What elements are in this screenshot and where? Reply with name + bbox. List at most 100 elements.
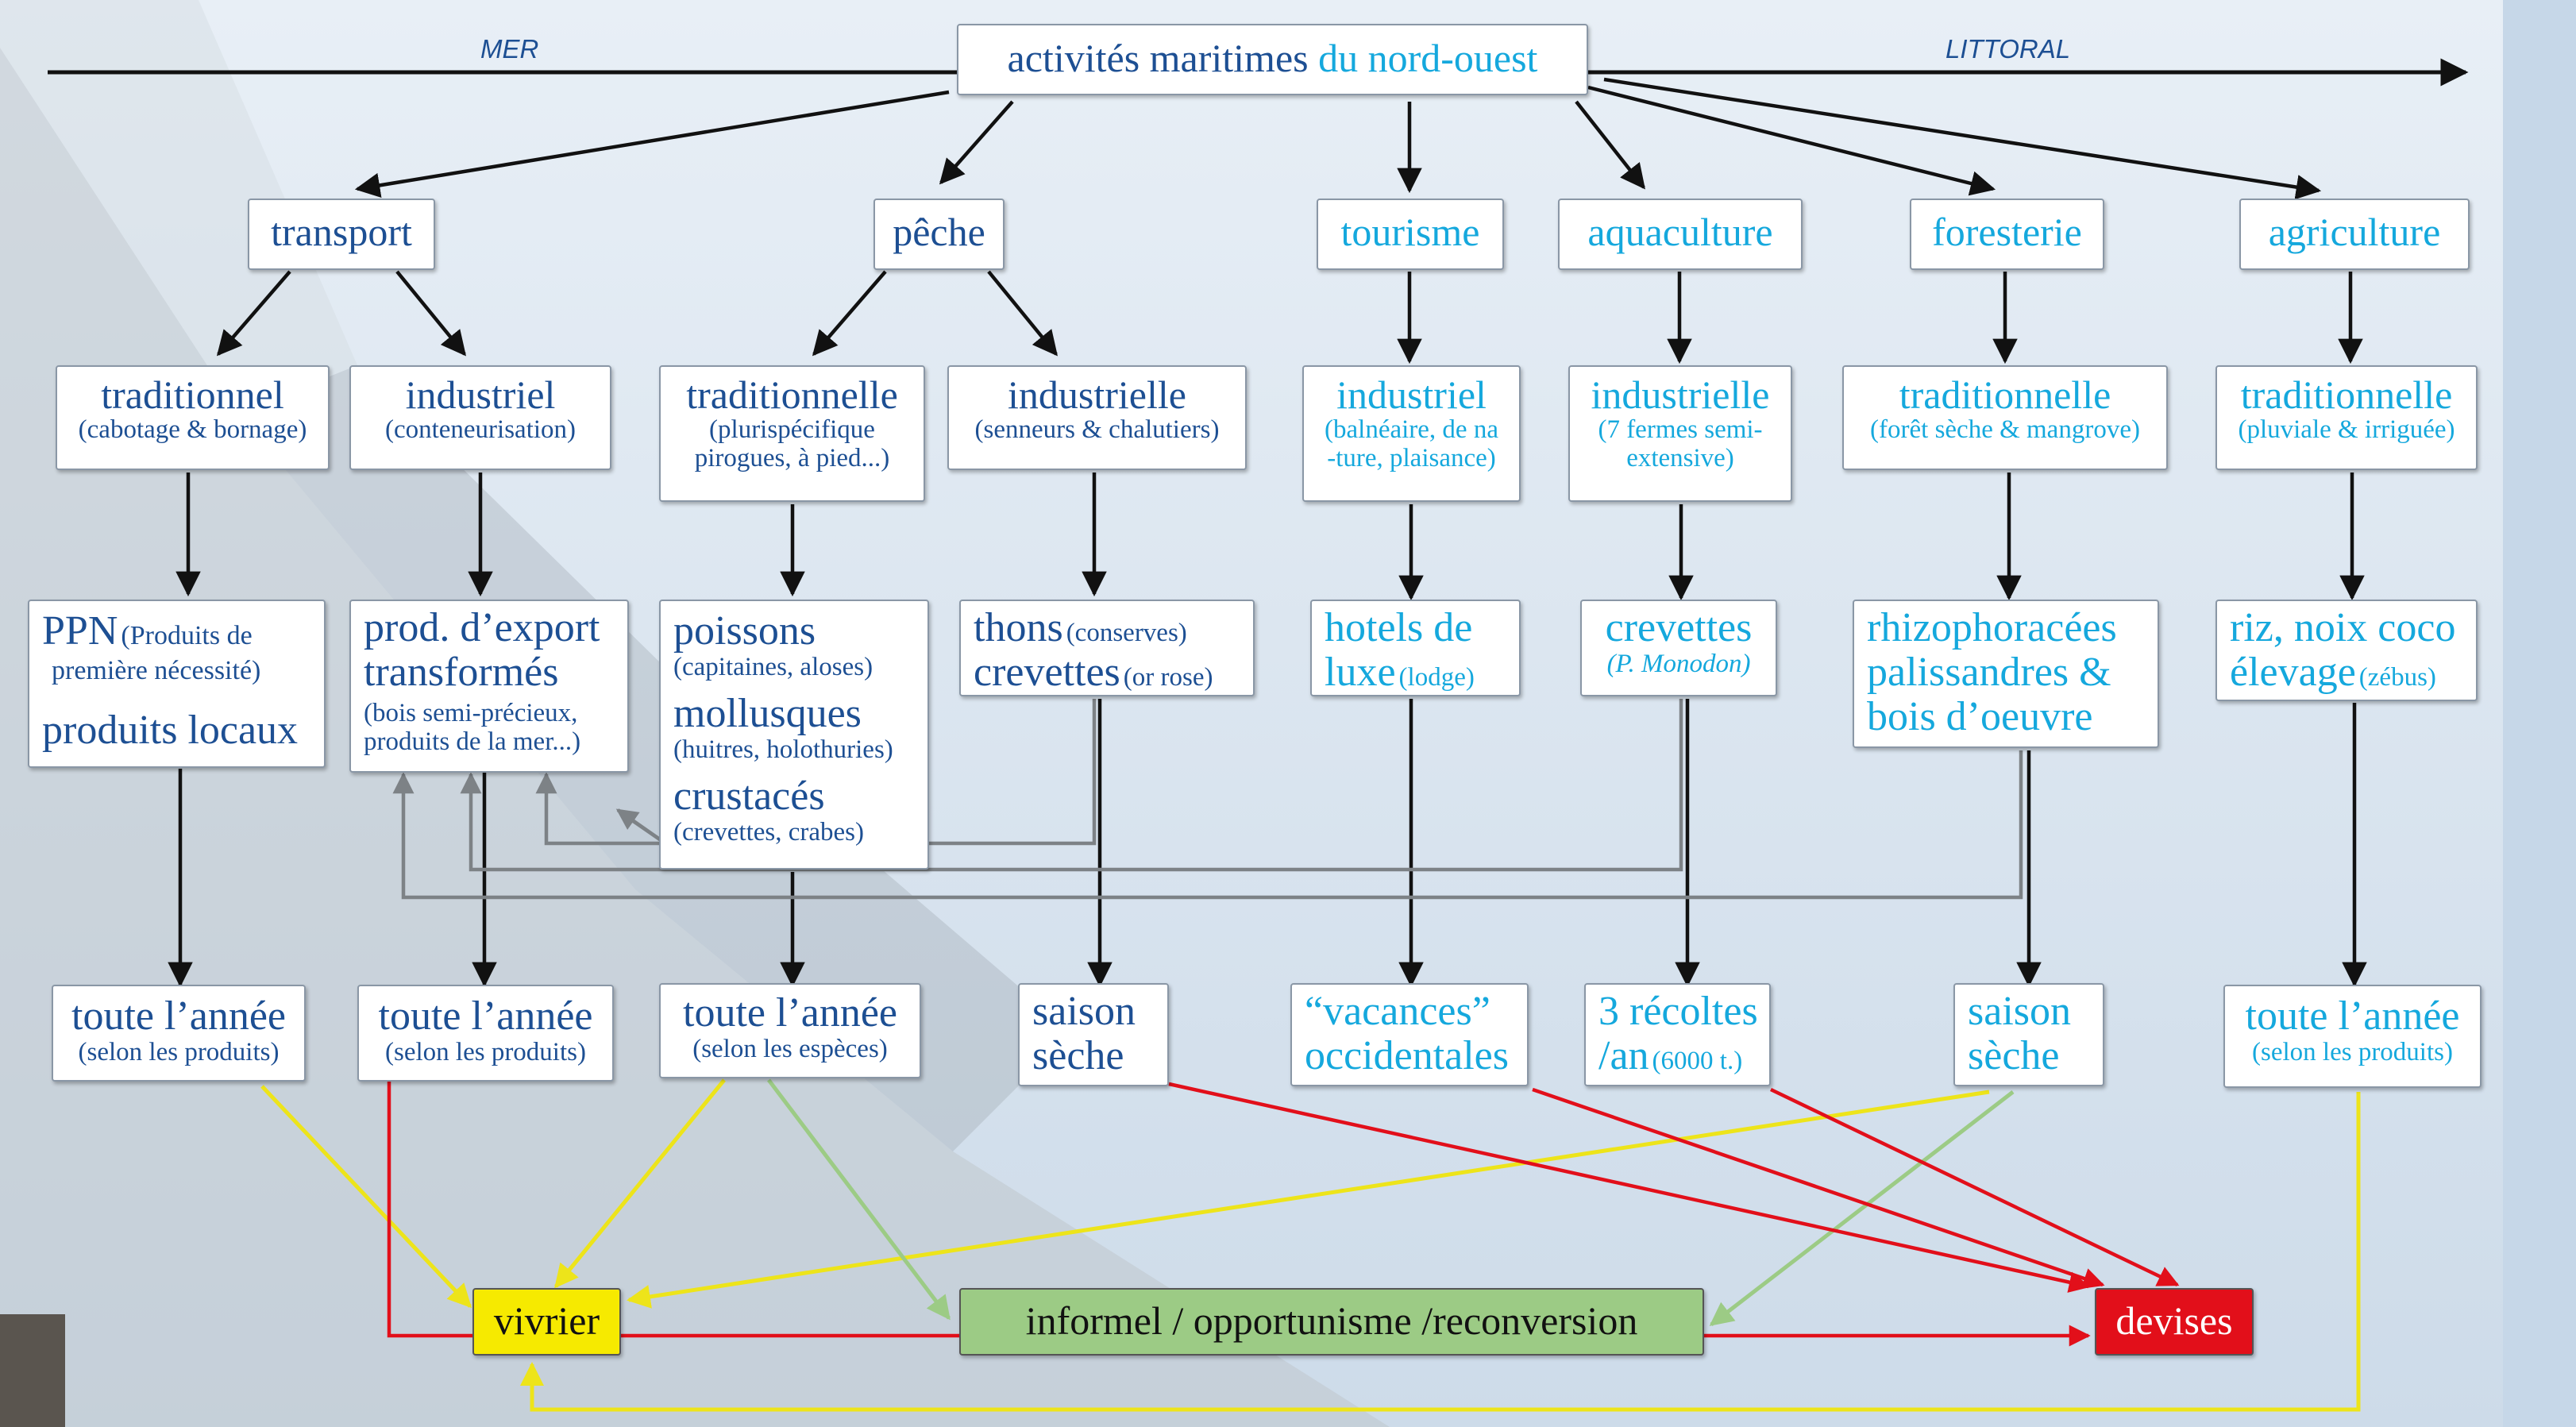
rhizo-line-1: rhizophoracées [1867,605,2117,650]
mode-peche-traditionnelle: traditionnelle (plurispécifique pirogues… [659,365,925,502]
mode-to-product-arrows [175,472,2365,601]
outcome-devises: devises [2095,1288,2254,1356]
season-line-2: /an [1598,1033,1649,1079]
mode-sub-2: -ture, plaisance) [1327,443,1496,472]
crevettes-aqua-sub: (P. Monodon) [1606,650,1751,679]
mode-head: industriel [405,372,556,417]
informel-flows [767,1078,2015,1326]
mode-head: industrielle [1591,372,1770,417]
season-sub: (selon les espèces) [692,1035,888,1064]
thons-sub: (conserves) [1066,619,1187,647]
mode-sub: (forêt sèche & mangrove) [1870,415,2140,444]
sector-peche: pêche [873,199,1005,270]
season-transport-industriel: toute l’année (selon les produits) [357,985,614,1082]
mode-head: industriel [1336,372,1487,417]
mode-head: traditionnelle [1899,372,2111,417]
rhizo-line-3: bois d’oeuvre [1867,694,2093,740]
crustaces-sub: (crevettes, crabes) [673,817,865,847]
mode-foresterie-traditionnelle: traditionnelle (forêt sèche & mangrove) [1842,365,2168,470]
title-to-sector-arrows [354,77,2322,200]
thons-line: thons (conserves) [974,605,1253,650]
export-line-2: transformés [364,650,559,696]
corner-thumbnail-image [0,1314,65,1427]
product-crevettes-aquaculture: crevettes (P. Monodon) [1580,600,1777,696]
product-ppn: PPN (Produits de première nécessité) pro… [28,600,326,768]
riz-line-1: riz, noix coco [2230,605,2456,650]
sector-transport: transport [248,199,435,270]
export-sub-2: produits de la mer...) [364,727,581,756]
product-riz-coco: riz, noix coco élevage (zébus) [2215,600,2478,701]
mode-head: traditionnel [101,372,284,417]
vivrier-flows [260,1078,2361,1412]
mode-sub-2: pirogues, à pied...) [694,443,890,472]
mode-peche-industrielle: industrielle (senneurs & chalutiers) [947,365,1247,470]
season-line-1: 3 récoltes [1598,989,1758,1034]
outcome-vivrier: vivrier [472,1288,621,1356]
mode-transport-industriel: industriel (conteneurisation) [349,365,611,470]
rhizo-line-2: palissandres & [1867,650,2111,696]
export-feedback-lines [392,699,2023,900]
mode-sub-1: (7 fermes semi- [1598,415,1763,444]
axis-label-mer: MER [480,34,539,64]
thons: thons [974,605,1063,650]
hotels-line-2-row: luxe (lodge) [1325,650,1519,695]
season-aquaculture: 3 récoltes /an (6000 t.) [1584,983,1771,1086]
poissons-sub: (capitaines, aloses) [673,653,873,682]
mode-sub-1: (plurispécifique [709,415,875,444]
mode-sub-2: extensive) [1626,443,1734,472]
title-part-2: du nord-ouest [1318,36,1538,80]
season-head: toute l’année [378,993,593,1039]
product-rhizophoracees: rhizophoracées palissandres & bois d’oeu… [1853,600,2159,748]
season-sub: (selon les produits) [385,1038,586,1067]
mode-head: traditionnelle [2240,372,2453,417]
season-peche-industrielle: saison sèche [1018,983,1169,1086]
ppn-head: PPN [42,608,118,654]
product-peche-traditionnelle: poissons (capitaines, aloses) mollusques… [659,600,929,870]
mode-sub: (cabotage & bornage) [78,415,307,444]
riz-line-2-row: élevage (zébus) [2230,650,2476,695]
crevettes-ind-sub: (or rose) [1123,663,1213,692]
riz-line-2: élevage [2230,650,2356,696]
hotels-line-1: hotels de [1325,605,1473,650]
title-part-1: activités maritimes [1007,36,1309,80]
season-line-2-row: /an (6000 t.) [1598,1034,1769,1078]
season-sub: (selon les produits) [78,1038,280,1067]
devises-flows [387,1082,2180,1347]
season-line-1: saison [1032,989,1136,1034]
sector-aquaculture: aquaculture [1558,199,1803,270]
crevettes-line: crevettes (or rose) [974,650,1253,695]
sector-tourisme: tourisme [1317,199,1504,270]
diagram-title: activités maritimes du nord-ouest [957,24,1588,95]
sector-agriculture: agriculture [2239,199,2470,270]
mode-agriculture-traditionnelle: traditionnelle (pluviale & irriguée) [2215,365,2478,470]
ppn-sub-2: première nécessité) [52,656,261,686]
ppn-line: PPN (Produits de [42,608,324,654]
poissons: poissons [673,608,816,654]
mode-sub: (senneurs & chalutiers) [974,415,1220,444]
crevettes-ind: crevettes [974,650,1120,696]
mode-sub: (pluviale & irriguée) [2238,415,2455,444]
season-line-2: occidentales [1305,1033,1509,1079]
mode-tourisme-industriel: industriel (balnéaire, de na -ture, plai… [1302,365,1521,502]
riz-sub: (zébus) [2358,663,2436,692]
crevettes-aqua: crevettes [1605,605,1753,650]
product-hotels-luxe: hotels de luxe (lodge) [1310,600,1521,696]
product-thons-crevettes: thons (conserves) crevettes (or rose) [959,600,1255,696]
sector-to-mode-arrows [216,270,2363,364]
export-line-1: prod. d’export [364,605,600,650]
season-head: toute l’année [2245,993,2460,1039]
season-sub: (6000 t.) [1652,1047,1743,1076]
crustaces: crustacés [673,773,825,819]
season-tourisme: “vacances” occidentales [1290,983,1529,1086]
season-agriculture: toute l’année (selon les produits) [2223,985,2482,1088]
outcome-informel: informel / opportunisme /reconversion [959,1288,1704,1356]
mollusques-sub: (huitres, holothuries) [673,735,893,764]
hotels-line-2: luxe [1325,650,1396,696]
season-peche-traditionnelle: toute l’année (selon les espèces) [659,983,921,1078]
product-export-transformes: prod. d’export transformés (bois semi-pr… [349,600,629,773]
season-transport-traditionnel: toute l’année (selon les produits) [52,985,306,1082]
ppn-sub-1: (Produits de [121,621,253,650]
mode-sub: (conteneurisation) [384,415,577,444]
mode-head: traditionnelle [686,372,898,417]
export-sub-1: (bois semi-précieux, [364,699,578,728]
